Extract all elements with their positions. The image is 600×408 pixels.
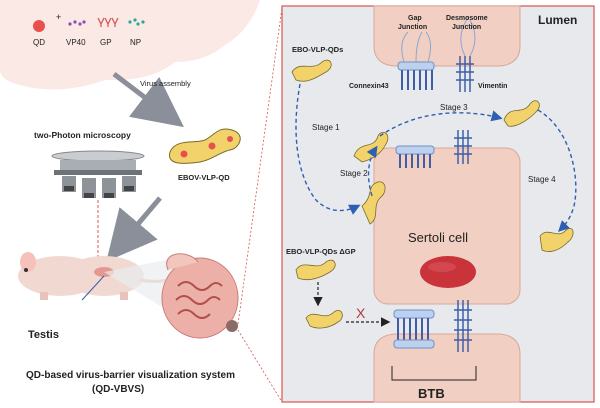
stage2-label: Stage 2 [340, 169, 368, 178]
sertoli-label: Sertoli cell [408, 230, 468, 245]
gp-spikes-icon [97, 17, 119, 27]
zoom-line-top [237, 7, 283, 325]
nucleus [420, 256, 476, 288]
vp40-dots-icon [68, 20, 86, 26]
desmosome-top [456, 15, 476, 92]
legend-label-gp: GP [100, 38, 112, 47]
stage4-label: Stage 4 [528, 175, 556, 184]
gap-junction-label-2: Junction [398, 24, 427, 31]
legend-label-vp40: VP40 [66, 38, 86, 47]
stage3-label: Stage 3 [440, 103, 468, 112]
sertoli-cell [373, 147, 521, 305]
gap-junction-top [397, 31, 435, 90]
system-title-line1: QD-based virus-barrier visualization sys… [26, 370, 235, 381]
desmosome-bottom [454, 300, 472, 352]
vlp-particle-start [291, 59, 332, 82]
vlp-dgp-particle [295, 259, 336, 280]
nucleus-highlight [428, 262, 456, 272]
desmosome-label-2: Junction [452, 24, 481, 31]
desmosome-label-1: Desmosome [446, 15, 488, 22]
vlp-particle-stage4 [539, 228, 574, 252]
btb-bracket [391, 366, 477, 381]
assembly-arrow [112, 72, 184, 128]
testis-cross-section-icon [161, 253, 239, 339]
testis-pointer [81, 275, 105, 301]
gap-junction-bottom [393, 309, 435, 349]
legend-label-np: NP [130, 38, 141, 47]
vimentin-label: Vimentin [478, 83, 507, 90]
microscopy-label: two-Photon microscopy [34, 130, 131, 140]
legend-plus: + [56, 12, 61, 22]
vlp-particle-stage3 [503, 100, 540, 127]
stage1-label: Stage 1 [312, 123, 340, 132]
top-cell [373, 5, 521, 67]
injection-arrow [106, 196, 162, 262]
vlp-dgp-particle-blocked [305, 310, 343, 329]
qd-dot-icon [33, 20, 45, 32]
np-dots-icon [128, 18, 145, 26]
btb-label: BTB [418, 386, 445, 401]
microscope-icon [51, 150, 145, 198]
zoom-line-bottom [237, 329, 283, 403]
bottom-cell [373, 333, 521, 403]
ebov-vlp-qd-icon [169, 128, 241, 164]
vlp-qds-dgp-label: EBO-VLP-QDs ΔGP [286, 247, 356, 256]
vlp-qds-label: EBO-VLP-QDs [292, 45, 343, 54]
system-title-line2: (QD-VBVS) [92, 384, 144, 395]
legend-label-qd: QD [33, 38, 45, 47]
blocked-x-icon: X [356, 305, 366, 321]
connexin-label: Connexin43 [349, 83, 389, 90]
gap-junction-label-1: Gap [408, 15, 422, 22]
desmosome-middle [454, 130, 472, 164]
gap-junction-middle [395, 145, 435, 168]
vlp-particle-entry [361, 181, 386, 225]
assembly-label: Virus assembly [140, 79, 191, 88]
legend-cloud [0, 0, 260, 90]
testis-label: Testis [28, 329, 59, 341]
vlp-label: EBOV-VLP-QD [178, 173, 230, 182]
lumen-label: Lumen [538, 13, 577, 27]
stage1-path [295, 83, 361, 215]
stage3-path [379, 110, 503, 137]
stage4-path [537, 109, 577, 232]
